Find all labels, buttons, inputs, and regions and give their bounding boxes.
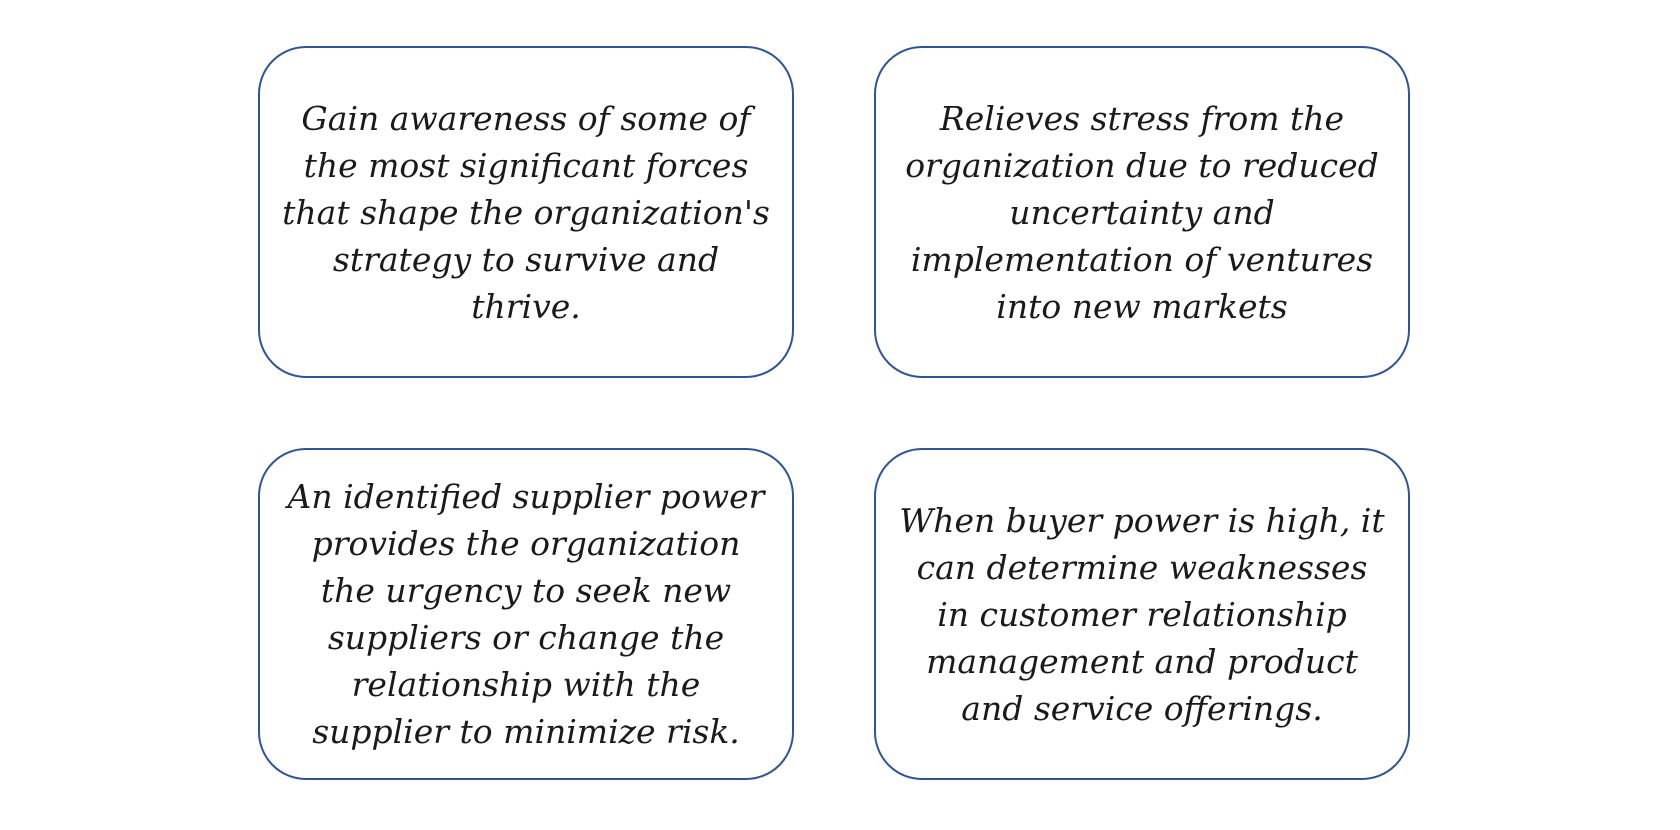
- card-stress-relief-text: Relieves stress from the organization du…: [905, 98, 1379, 326]
- card-supplier-power: An identified supplier power provides th…: [258, 448, 794, 780]
- card-awareness-text: Gain awareness of some of the most signi…: [282, 98, 770, 326]
- card-buyer-power: When buyer power is high, it can determi…: [874, 448, 1410, 780]
- card-buyer-power-text: When buyer power is high, it can determi…: [899, 500, 1385, 728]
- card-stress-relief: Relieves stress from the organization du…: [874, 46, 1410, 378]
- card-awareness: Gain awareness of some of the most signi…: [258, 46, 794, 378]
- card-supplier-power-text: An identified supplier power provides th…: [287, 477, 765, 751]
